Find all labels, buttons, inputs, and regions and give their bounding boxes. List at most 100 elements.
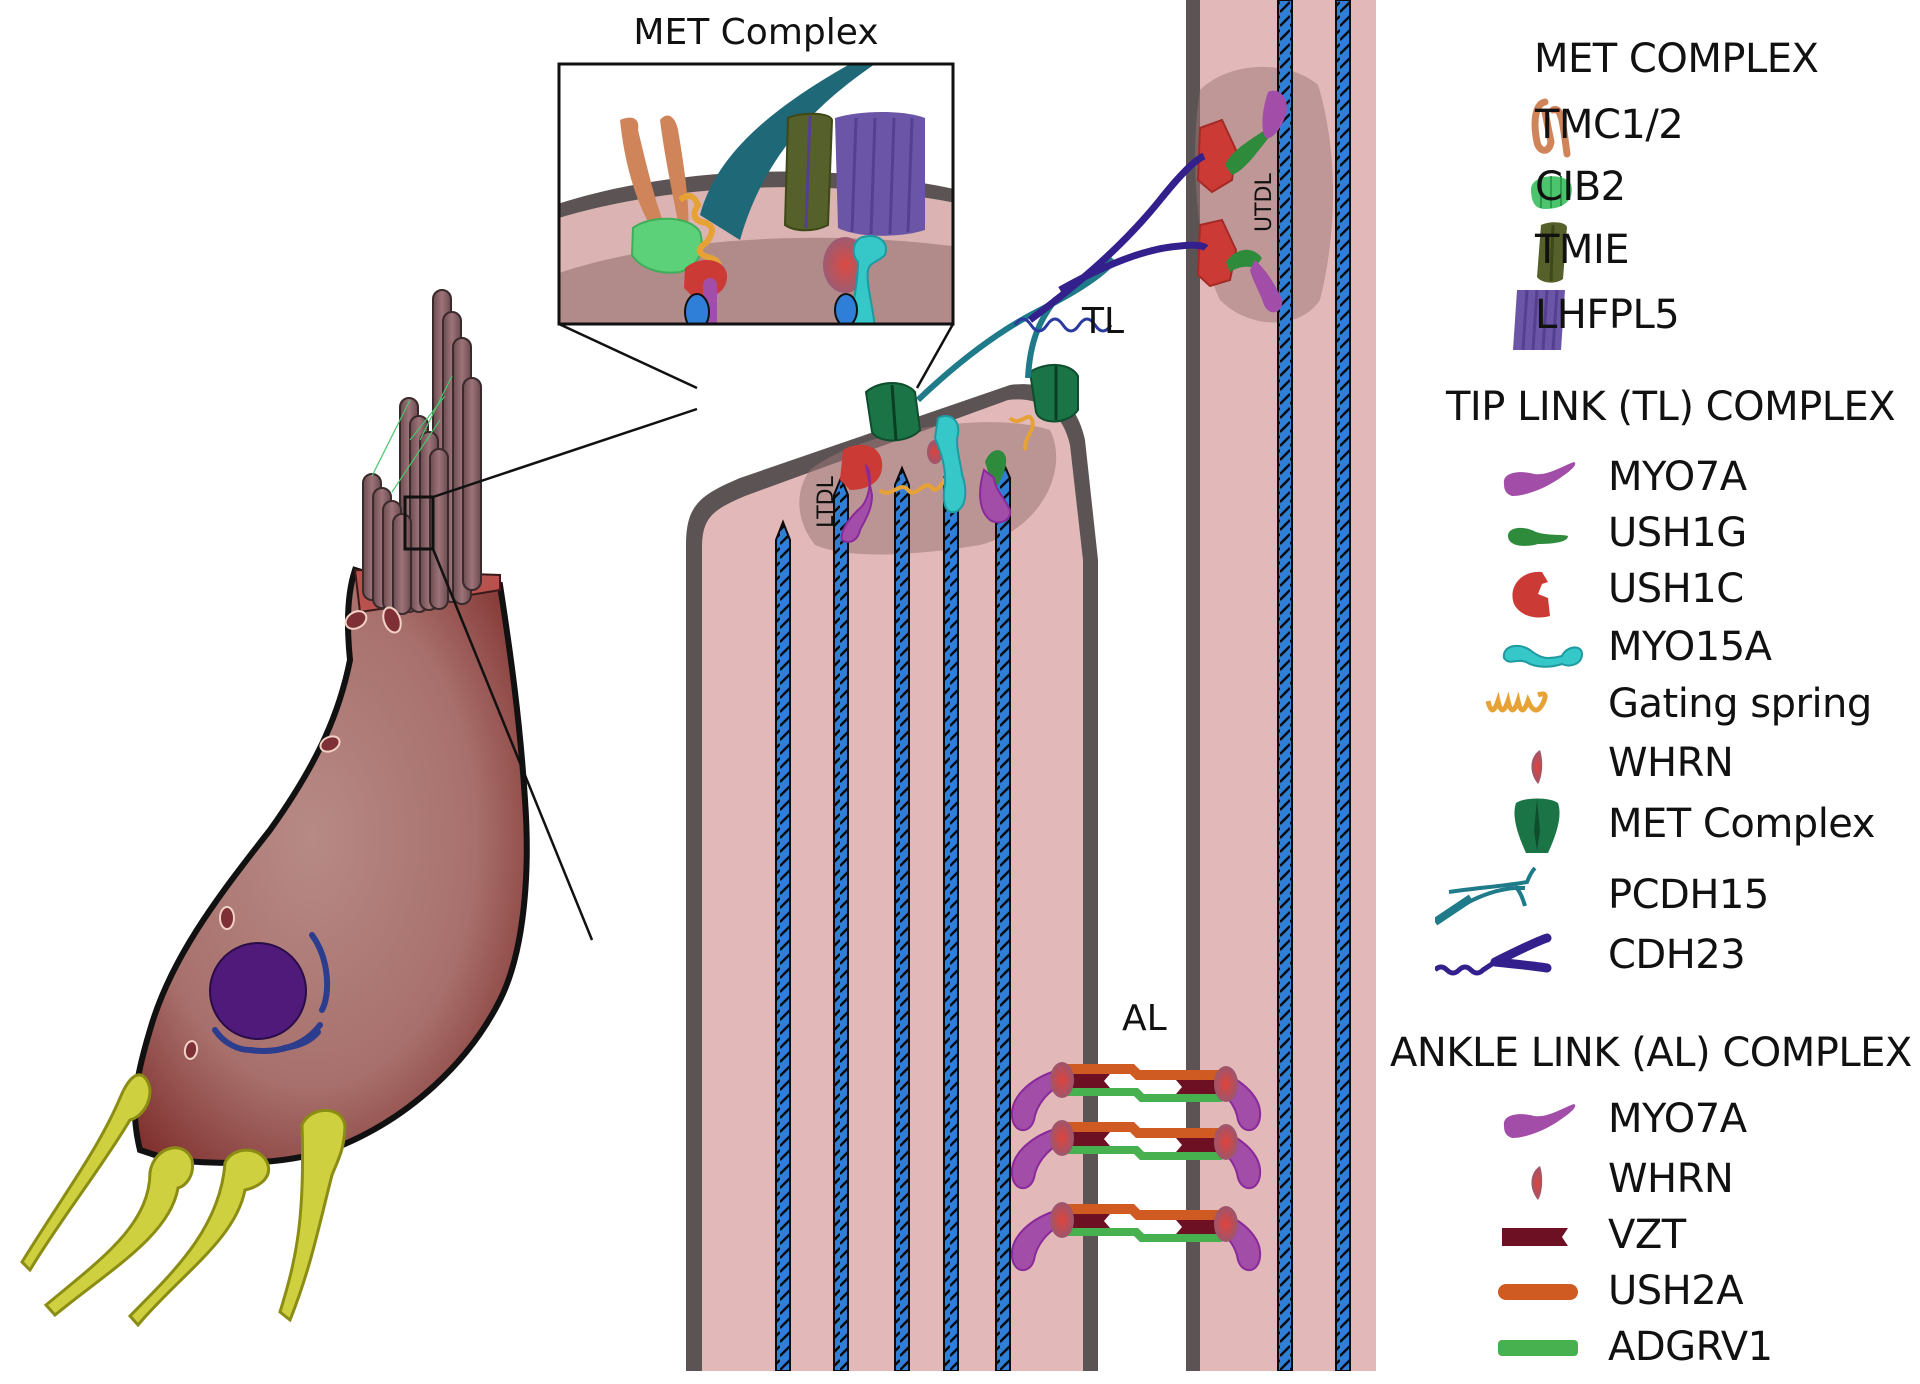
myo15a-shape bbox=[933, 415, 967, 514]
lhfpl5-inset bbox=[835, 112, 925, 236]
afferent-nerve-terminals bbox=[20, 1073, 347, 1328]
legend-item-label: WHRN bbox=[1608, 1156, 1734, 1202]
cdh23-strand-b bbox=[1058, 241, 1209, 294]
inset-title: MET Complex bbox=[633, 12, 878, 53]
legend-item: TMIE bbox=[1390, 222, 1920, 283]
zoom-line-lower bbox=[431, 548, 594, 941]
legend-item: PCDH15 bbox=[1390, 866, 1920, 926]
legend-item: WHRN bbox=[1390, 738, 1920, 794]
tip-link-upper-complex bbox=[1196, 90, 1287, 313]
legend-item-label: USH1C bbox=[1608, 566, 1744, 612]
legend-item-label: LHFPL5 bbox=[1535, 292, 1680, 338]
ankle-link bbox=[1050, 1202, 1238, 1242]
legend-item-label: VZT bbox=[1608, 1212, 1686, 1258]
myo7a-icon bbox=[1503, 462, 1576, 496]
actin-filaments-short bbox=[775, 459, 1011, 1371]
lhfpl5-icon bbox=[1513, 289, 1565, 351]
tmc-inset bbox=[620, 115, 689, 240]
mitochondria bbox=[183, 606, 402, 1060]
nucleus bbox=[209, 942, 307, 1040]
short-stereocilium: LTDL bbox=[686, 364, 1098, 1371]
legend-item: Gating spring bbox=[1390, 679, 1920, 735]
myo15a-icon bbox=[1502, 644, 1584, 668]
vzt-left bbox=[1066, 1214, 1110, 1228]
tall-stereocilium: UTDL bbox=[1186, 0, 1376, 1371]
legend-item: VZT bbox=[1390, 1210, 1920, 1266]
gating-spring-icon bbox=[1485, 691, 1548, 713]
cdh23-icon bbox=[1435, 933, 1552, 976]
whrn-icon bbox=[1531, 1166, 1543, 1200]
legend-item-label: TMC1/2 bbox=[1535, 102, 1684, 148]
whrn-ankle-left bbox=[1050, 1120, 1074, 1156]
legend-item: ADGRV1 bbox=[1390, 1322, 1920, 1378]
tip-link bbox=[915, 152, 1209, 403]
whrn-ankle-right bbox=[1214, 1066, 1238, 1102]
adgrv1-icon bbox=[1498, 1340, 1578, 1356]
whrn-ankle-left bbox=[1050, 1202, 1074, 1238]
bundle-tip-links bbox=[371, 375, 453, 493]
cib2-icon bbox=[1531, 176, 1572, 209]
legend-item: USH1G bbox=[1390, 508, 1920, 564]
legend-section-title: MET COMPLEX bbox=[1534, 36, 1819, 82]
vzt-left bbox=[1066, 1132, 1110, 1146]
stereocilia-bundle bbox=[362, 289, 482, 615]
legend-item: MYO15A bbox=[1390, 622, 1920, 678]
pcdh15-inset bbox=[700, 64, 875, 240]
hair-cell bbox=[20, 289, 698, 1328]
cell-body bbox=[131, 566, 530, 1166]
legend-item-label: MYO15A bbox=[1608, 624, 1772, 670]
whrn-ankle-left bbox=[1050, 1062, 1074, 1098]
legend-item-label: WHRN bbox=[1608, 740, 1734, 786]
vzt-right bbox=[1176, 1220, 1222, 1234]
vzt-left bbox=[1066, 1074, 1110, 1088]
legend-item-label: CIB2 bbox=[1535, 164, 1626, 210]
met-complexes bbox=[864, 364, 1079, 442]
pcdh15-icon bbox=[1435, 866, 1537, 926]
ush1g-icon bbox=[1508, 527, 1568, 546]
vzt-icon bbox=[1502, 1228, 1568, 1246]
actin-filaments-tall bbox=[1277, 0, 1351, 1371]
met-complex-inset: MET Complex bbox=[557, 12, 955, 390]
vzt-right bbox=[1176, 1080, 1222, 1094]
legend-item-label: MET Complex bbox=[1608, 801, 1875, 847]
ush2a-strand bbox=[1066, 1064, 1222, 1080]
adgrv1-strand bbox=[1066, 1228, 1222, 1242]
ankle-link bbox=[1050, 1062, 1238, 1102]
ush1c-icon bbox=[1512, 571, 1550, 618]
tmc-helix-icon bbox=[1531, 98, 1571, 158]
actin-tip-inset-a bbox=[684, 293, 710, 324]
ltdl-label: LTDL bbox=[814, 475, 839, 528]
ankle-link-strands bbox=[1050, 1062, 1238, 1242]
ush2a-strand bbox=[1066, 1204, 1222, 1220]
whrn-ankle-right bbox=[1214, 1124, 1238, 1160]
actin-tip-inset-b bbox=[834, 293, 858, 324]
legend-item: TMC1/2 bbox=[1390, 98, 1920, 158]
tmie-icon bbox=[1537, 222, 1567, 283]
ush2a-icon bbox=[1498, 1284, 1578, 1300]
legend-section-title: ANKLE LINK (AL) COMPLEX bbox=[1390, 1030, 1912, 1076]
legend-item: CDH23 bbox=[1390, 930, 1920, 986]
myo7a-icon bbox=[1503, 1104, 1576, 1138]
legend-item: USH2A bbox=[1390, 1266, 1920, 1322]
tl-label: TL bbox=[1081, 301, 1124, 342]
legend-item-label: MYO7A bbox=[1608, 1096, 1747, 1142]
legend-item: MYO7A bbox=[1390, 1094, 1920, 1150]
legend-item-label: USH2A bbox=[1608, 1268, 1744, 1314]
legend-item-label: ADGRV1 bbox=[1608, 1324, 1773, 1370]
whrn-ankle-right bbox=[1214, 1206, 1238, 1242]
legend-section-title: TIP LINK (TL) COMPLEX bbox=[1446, 384, 1896, 430]
zoom-region-box bbox=[403, 495, 435, 551]
legend-item: MYO7A bbox=[1390, 452, 1920, 508]
myo15a-inset bbox=[849, 235, 887, 324]
endoplasmic-reticulum bbox=[212, 932, 331, 1054]
utdl-label: UTDL bbox=[1252, 173, 1277, 232]
legend-item-label: PCDH15 bbox=[1608, 872, 1769, 918]
adgrv1-strand bbox=[1066, 1088, 1222, 1102]
legend-item-label: TMIE bbox=[1535, 227, 1630, 273]
whrn-icon bbox=[1531, 750, 1543, 784]
cdh23-strand-a bbox=[1027, 152, 1206, 323]
ush2a-strand bbox=[1066, 1122, 1222, 1138]
adgrv1-strand bbox=[1066, 1146, 1222, 1160]
